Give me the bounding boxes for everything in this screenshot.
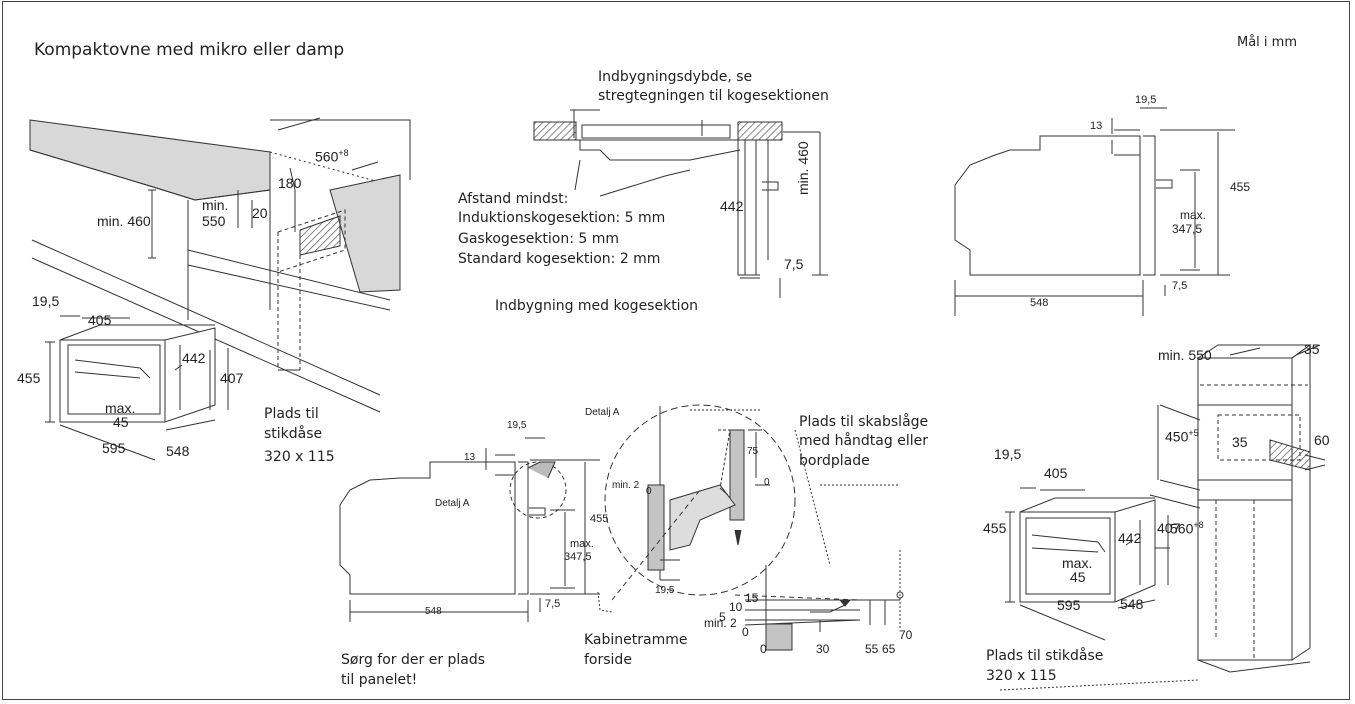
dim-347-5-top: 347,5: [1172, 222, 1203, 236]
socket-note-tall-line1: Plads til stikdåse: [986, 648, 1104, 664]
dim-width-560: 560+8: [315, 148, 349, 165]
dim-15-detail: 15: [745, 591, 759, 605]
dim-347-5-bottom: 347,5: [564, 551, 592, 563]
dim-455-tall: 455: [983, 520, 1007, 536]
panel-note-line2: til panelet!: [341, 672, 418, 688]
dim-407-left: 407: [220, 370, 244, 386]
dim-442-left: 442: [182, 350, 206, 366]
side-view-top-drawing: [954, 107, 1235, 316]
dim-407-tall: 407: [1157, 520, 1181, 536]
dim-455-bottom: 455: [590, 513, 609, 525]
dim-442-tall: 442: [1118, 530, 1142, 546]
dim-548-tall: 548: [1120, 596, 1144, 612]
dim-0-detail-d: 0: [760, 642, 767, 656]
dim-max-bottom: max.: [570, 538, 594, 550]
dim-7-5-bottom: 7,5: [545, 598, 561, 610]
dim-0-detail-a: 0: [764, 477, 770, 488]
dim-35-tall: 35: [1304, 341, 1320, 357]
dim-19-5-detail: 19,5: [655, 585, 675, 596]
dim-19-5-top: 19,5: [1135, 94, 1157, 106]
socket-note-line1: Plads til: [264, 406, 319, 422]
cooktop-caption: Indbygning med kogesektion: [495, 298, 699, 314]
kitchen-counter-drawing: [29, 117, 411, 413]
side-view-bottom-drawing: [339, 437, 600, 622]
dim-65-detail: 65: [882, 642, 896, 656]
drawer-note-line1: Plads til skabslåge: [799, 414, 929, 430]
dim-560-tall: 560+8: [1170, 520, 1204, 537]
dim-442-cooktop: 442: [720, 198, 744, 214]
dim-19-5-tall: 19,5: [994, 446, 1022, 462]
dim-13-top: 13: [1090, 120, 1103, 132]
drawer-note-line2: med håndtag eller: [799, 433, 928, 449]
units-note: Mål i mm: [1237, 35, 1297, 50]
dim-60-tall: 60: [1314, 432, 1330, 448]
frame-note-line2: forside: [584, 652, 632, 668]
distance-gas: Gaskogesektion: 5 mm: [458, 231, 620, 247]
oven-iso-left-drawing: [45, 315, 229, 461]
socket-note-tall-line2: 320 x 115: [986, 668, 1057, 684]
dim-min-460: min. 460: [97, 213, 151, 229]
dim-45-left: 45: [113, 414, 129, 430]
dim-min-550-tall: min. 550: [1158, 347, 1212, 363]
dim-180: 180: [278, 175, 302, 191]
dim-30-detail: 30: [816, 642, 830, 656]
dim-min-550-label: min.: [202, 197, 229, 213]
dim-405-tall: 405: [1044, 465, 1068, 481]
dim-45-tall: 45: [1070, 569, 1086, 585]
dim-20: 20: [252, 205, 268, 221]
drawer-note-line3: bordplade: [799, 453, 870, 469]
dim-450-tall: 450+5: [1165, 428, 1199, 445]
dim-min-550-value: 550: [202, 213, 226, 229]
dim-7-5-top: 7,5: [1172, 280, 1188, 292]
dim-595-left: 595: [102, 440, 126, 456]
dim-70-detail: 70: [899, 628, 913, 642]
depth-note-line1: Indbygningsdybde, se: [598, 69, 753, 85]
dim-0-detail-b: 0: [646, 486, 652, 497]
dim-10-detail: 10: [729, 600, 743, 614]
dim-min-2-detail: min. 2: [612, 480, 640, 491]
depth-note-line2: stregtegningen til kogesektionen: [598, 88, 829, 104]
distance-induction: Induktionskogesektion: 5 mm: [458, 210, 666, 226]
detail-a-drawing: [597, 404, 904, 651]
dim-75-detail: 75: [747, 446, 759, 457]
dim-5-detail: 5: [719, 610, 726, 624]
dim-19-5-left: 19,5: [32, 293, 60, 309]
frame-note-line1: Kabinetramme: [584, 632, 688, 648]
panel-note-line1: Sørg for der er plads: [341, 652, 486, 668]
detail-a-title: Detalj A: [585, 407, 620, 418]
distance-standard: Standard kogesektion: 2 mm: [458, 251, 661, 267]
dim-max-left: max.: [105, 400, 136, 416]
dim-35-tall-b: 35: [1232, 434, 1248, 450]
sheet-title: Kompaktovne med mikro eller damp: [34, 40, 345, 60]
dim-min-460-cooktop: min. 460: [795, 141, 811, 195]
dim-55-detail: 55: [865, 642, 879, 656]
dim-455-top: 455: [1230, 180, 1251, 194]
dim-min-2-detail-b: min. 2: [704, 616, 737, 630]
dim-0-detail-c: 0: [742, 625, 749, 639]
dim-13-bottom: 13: [464, 452, 476, 463]
dim-19-5-bottom: 19,5: [507, 420, 527, 431]
cooktop-section-drawing: [533, 109, 828, 298]
dim-548-left: 548: [166, 443, 190, 459]
dim-455-left: 455: [17, 370, 41, 386]
dim-max-tall: max.: [1062, 555, 1093, 571]
socket-note-line2: stikdåse: [264, 426, 323, 442]
distance-title: Afstand mindst:: [458, 191, 569, 207]
dim-7-5-cooktop: 7,5: [784, 256, 804, 272]
dim-548-top: 548: [1030, 297, 1049, 309]
dim-max-top: max.: [1180, 208, 1207, 222]
dim-405-left: 405: [88, 312, 112, 328]
socket-note-line3: 320 x 115: [264, 449, 335, 465]
tall-cabinet-drawing: [999, 344, 1326, 691]
detail-a-label-bottom: Detalj A: [435, 498, 470, 509]
dim-548-bottom: 548: [425, 606, 442, 617]
dim-595-tall: 595: [1057, 597, 1081, 613]
